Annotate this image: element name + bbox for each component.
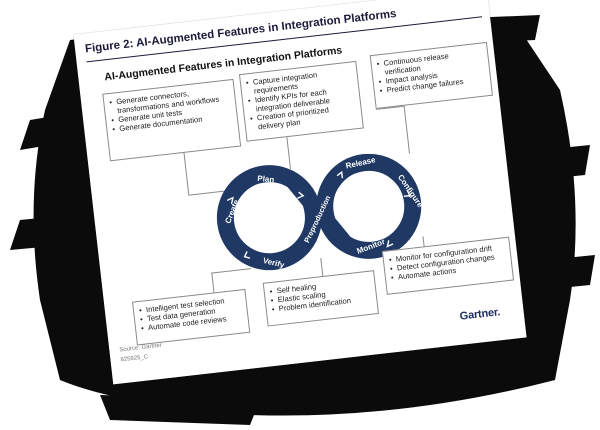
brand-name: Gartner [459, 306, 498, 323]
loop-arrow-4 [336, 170, 344, 179]
box-create: Generate connectors, transformations and… [102, 78, 242, 162]
connector-create [183, 152, 190, 195]
box-release: Continuous release verification Impact a… [369, 41, 494, 109]
loop-arrow-6 [386, 240, 394, 248]
figure-code: 825925_C [120, 354, 149, 364]
gartner-logo: Gartner. [459, 306, 501, 323]
box-plan: Capture integration requirements Identif… [238, 60, 364, 142]
infinity-loop: Create Plan Verify Preproduction Release… [216, 153, 425, 271]
source-note: Source: Gartner [119, 342, 163, 354]
loop-label-plan: Plan [257, 174, 275, 185]
loop-arrow-5 [403, 189, 411, 198]
logo-dot-icon: . [496, 306, 501, 319]
loop-cross-band [286, 175, 352, 249]
loop-arrow-2 [297, 191, 305, 200]
loop-arrow-3 [243, 251, 251, 259]
loop-arrow-1 [226, 196, 234, 205]
figure-card: Figure 2: AI-Augmented Features in Integ… [73, 0, 527, 385]
box-verify: Intelligent test selection Test data gen… [132, 288, 251, 346]
